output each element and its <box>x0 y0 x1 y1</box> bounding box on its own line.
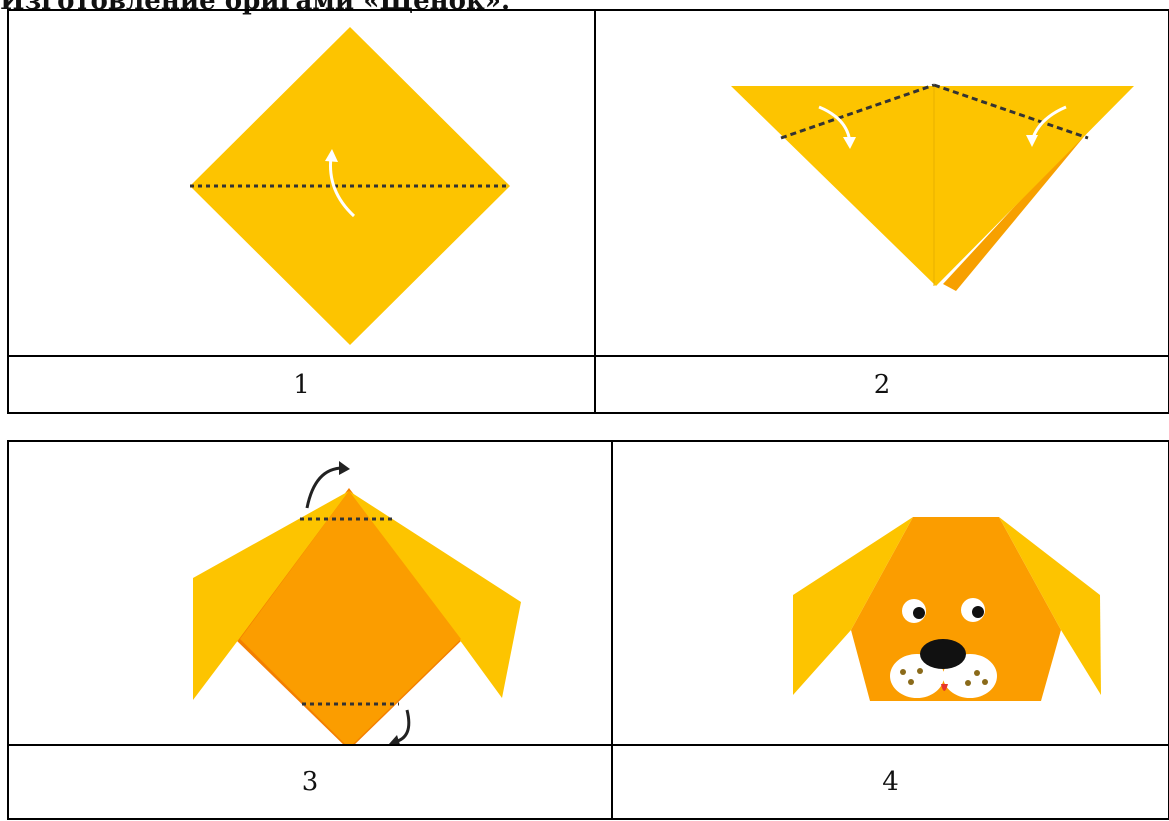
step-number: 4 <box>611 744 1169 820</box>
arrow-head-bottom-icon <box>389 735 400 744</box>
puppy-head <box>851 517 1061 701</box>
folded-triangle <box>731 86 1134 286</box>
step-3-illustration <box>193 461 521 744</box>
freckle <box>908 679 914 685</box>
freckle <box>965 680 971 686</box>
left-ear <box>193 491 349 700</box>
steps-table-top: 1 2 <box>7 9 1169 414</box>
step-2-image-cell <box>594 9 1169 357</box>
freckle <box>982 679 988 685</box>
arrow-head-top-icon <box>339 461 350 475</box>
puppy-right-ear <box>999 517 1101 695</box>
nose <box>920 639 966 669</box>
tongue <box>941 684 948 691</box>
fold-line-left <box>780 83 935 140</box>
freckle <box>974 670 980 676</box>
step-1-illustration <box>190 27 510 345</box>
fold-line-right <box>933 83 1089 140</box>
step-2-illustration <box>731 83 1134 291</box>
right-pupil <box>972 606 984 618</box>
left-pupil <box>913 607 925 619</box>
fold-back-arrow-icon <box>305 466 344 509</box>
arrow-head-left-icon <box>843 137 856 149</box>
freckle <box>900 669 906 675</box>
fold-up-arrow-icon <box>328 156 356 218</box>
steps-table-bottom: 3 4 <box>7 440 1169 820</box>
step-number: 1 <box>7 355 596 414</box>
step-4-image-cell <box>611 440 1169 746</box>
arrow-head-right-icon <box>1026 135 1038 147</box>
step-3-image-cell <box>7 440 613 746</box>
head-diamond <box>240 491 461 744</box>
arrow-head-icon <box>325 149 338 162</box>
step-number: 2 <box>594 355 1169 414</box>
step-number: 3 <box>7 744 613 820</box>
step-4-illustration <box>793 517 1101 701</box>
puppy-left-ear <box>793 517 913 695</box>
freckle <box>917 668 923 674</box>
right-ear <box>349 491 521 698</box>
step-1-image-cell <box>7 9 596 357</box>
